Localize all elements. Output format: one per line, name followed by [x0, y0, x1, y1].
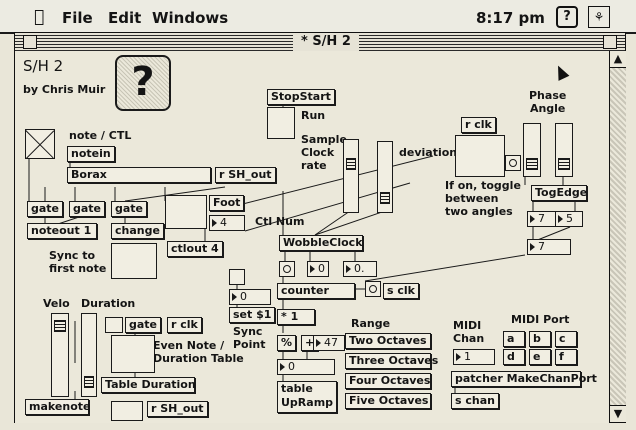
ctl-num-label: Ctl Num [255, 215, 305, 228]
sync-point-number[interactable]: 0 [229, 289, 271, 305]
apple-menu-icon[interactable]:  [34, 7, 44, 27]
duration-gate-object[interactable]: gate [125, 317, 162, 333]
sample-clock-rate-label: Sample Clock rate [301, 133, 347, 172]
table-duration-object[interactable]: Table Duration [101, 377, 196, 393]
set-object[interactable]: set $1 [229, 307, 276, 323]
phase-slider-2[interactable] [555, 123, 573, 177]
table-upramp-object[interactable]: table UpRamp [277, 381, 338, 413]
even-note-label: Even Note / Duration Table [153, 339, 244, 365]
help-question-icon[interactable]: ? [115, 55, 171, 111]
run-label: Run [301, 109, 326, 122]
send-clk-object[interactable]: s clk [383, 283, 419, 299]
four-octaves-message[interactable]: Four Octaves [345, 373, 431, 389]
first-note-switch[interactable] [111, 243, 157, 279]
duration-label: Duration [81, 297, 136, 310]
port-c-message[interactable]: c [555, 331, 577, 347]
change-object[interactable]: change [111, 223, 164, 239]
close-box-icon[interactable] [23, 35, 37, 49]
gate-object-1[interactable]: gate [27, 201, 64, 217]
wobble-left-number[interactable]: 0 [307, 261, 329, 277]
gate-object-3[interactable]: gate [111, 201, 148, 217]
range-out-number[interactable]: 0 [277, 359, 335, 375]
scroll-up-arrow-icon[interactable]: ▲ [610, 51, 626, 68]
multiply-object[interactable]: * 1 [277, 309, 315, 325]
notein-object[interactable]: notein [67, 146, 115, 162]
receive-clk-object[interactable]: r clk [461, 117, 496, 133]
counter-object[interactable]: counter [277, 283, 355, 299]
three-octaves-message[interactable]: Three Octaves [345, 353, 438, 369]
port-e-message[interactable]: e [529, 349, 551, 365]
port-b-message[interactable]: b [529, 331, 551, 347]
sync-switch[interactable] [165, 195, 207, 229]
phase-switch[interactable] [455, 135, 505, 177]
if-on-toggle-label: If on, toggle between two angles [445, 179, 521, 218]
bottom-switch[interactable] [111, 401, 143, 421]
plus-out-number[interactable]: 47 [313, 335, 345, 351]
velocity-slider[interactable] [51, 313, 69, 397]
note-toggle[interactable] [25, 129, 55, 159]
velo-label: Velo [43, 297, 70, 310]
phase-number-3[interactable]: 7 [527, 239, 571, 255]
zoom-box-icon[interactable] [603, 35, 617, 49]
ctl-num-number[interactable]: 4 [209, 215, 245, 231]
receive-sh-out-object[interactable]: r SH_out [215, 167, 276, 183]
midi-chan-number[interactable]: 1 [453, 349, 495, 365]
duration-receive-clk-object[interactable]: r clk [167, 317, 202, 333]
menu-bar:  File Edit Windows 8:17 pm ? ⚘ [0, 0, 636, 34]
ctlout-object[interactable]: ctlout 4 [167, 241, 223, 257]
port-f-message[interactable]: f [555, 349, 577, 365]
port-d-message[interactable]: d [503, 349, 525, 365]
port-a-message[interactable]: a [503, 331, 525, 347]
duration-slider[interactable] [81, 313, 97, 397]
patcher-canvas[interactable]: S/H 2 by Chris Muir ? note / CTL notein … [14, 51, 609, 423]
phase-angle-label: Phase Angle [529, 89, 567, 115]
midi-chan-label: MIDI Chan [453, 319, 485, 345]
menu-edit[interactable]: Edit [108, 9, 142, 27]
deviation-slider[interactable] [377, 141, 393, 213]
phase-slider-1[interactable] [523, 123, 541, 177]
midi-port-label: MIDI Port [511, 313, 570, 326]
stopstart-object[interactable]: StopStart [267, 89, 335, 105]
patcher-makechanport-object[interactable]: patcher MakeChanPort [451, 371, 597, 387]
patch-title: S/H 2 [23, 57, 64, 75]
receive-sh-out-object-2[interactable]: r SH_out [147, 401, 208, 417]
borax-object[interactable]: Borax [67, 167, 211, 183]
window-title-bar[interactable]: * S/H 2 [14, 32, 626, 52]
menu-windows[interactable]: Windows [152, 9, 229, 27]
wobble-bang-button[interactable] [279, 261, 295, 277]
clock-bang-button[interactable] [365, 281, 381, 297]
vertical-scrollbar[interactable]: ▲ ▼ [609, 51, 626, 423]
range-label: Range [351, 317, 391, 330]
deviation-label: deviation [399, 146, 458, 159]
phase-number-2[interactable]: 5 [555, 211, 583, 227]
sync-first-note-label: Sync to first note [49, 249, 107, 275]
duration-toggle[interactable] [105, 317, 123, 333]
togedge-object[interactable]: TogEdge [531, 185, 587, 201]
two-octaves-message[interactable]: Two Octaves [345, 333, 431, 349]
run-toggle[interactable] [267, 107, 295, 139]
foot-object[interactable]: Foot [209, 195, 245, 211]
sync-point-label: Sync Point [233, 325, 266, 351]
note-ctl-label: note / CTL [69, 129, 132, 142]
noteout-object[interactable]: noteout 1 [27, 223, 97, 239]
help-menu-icon[interactable]: ? [556, 6, 578, 28]
gate-object-2[interactable]: gate [69, 201, 106, 217]
five-octaves-message[interactable]: Five Octaves [345, 393, 431, 409]
phase-bang-button[interactable] [505, 155, 521, 171]
sample-rate-slider[interactable] [343, 139, 359, 213]
phase-number-1[interactable]: 7 [527, 211, 559, 227]
application-menu-icon[interactable]: ⚘ [588, 6, 610, 28]
wobbleclock-object[interactable]: WobbleClock [279, 235, 363, 251]
window-title: * S/H 2 [293, 33, 359, 51]
scroll-down-arrow-icon[interactable]: ▼ [610, 405, 626, 423]
patch-author: by Chris Muir [23, 83, 106, 96]
wobble-right-number[interactable]: 0. [343, 261, 377, 277]
makenote-object[interactable]: makenote [25, 399, 90, 415]
menu-file[interactable]: File [62, 9, 93, 27]
send-chan-object[interactable]: s chan [451, 393, 499, 409]
menu-clock: 8:17 pm [476, 9, 545, 27]
sync-bang-button[interactable] [229, 269, 245, 285]
duration-switch[interactable] [111, 335, 155, 373]
modulo-object[interactable]: % [277, 335, 297, 351]
